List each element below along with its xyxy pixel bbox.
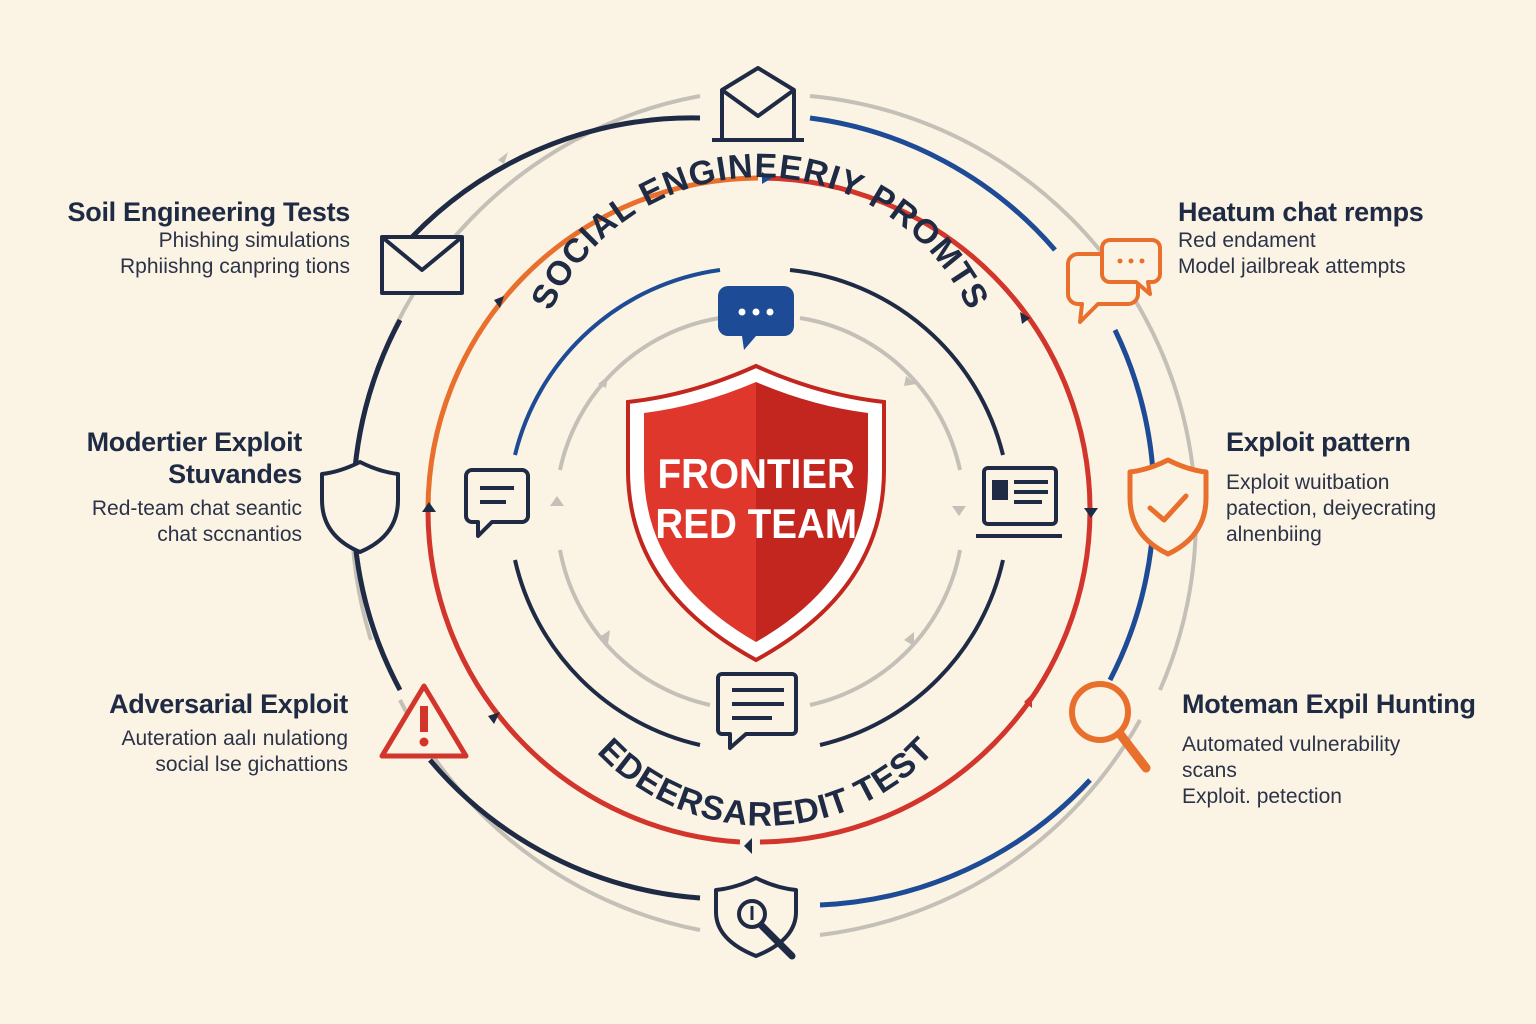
left-shield-icon [320,460,400,554]
shield-title-line2: RED TEAM [655,499,857,547]
left-panel-2: Modertier Exploit Stuvandes Red-team cha… [20,426,303,548]
message-icon [464,468,530,538]
left-panel-2-line-1: Red-team chat seantic [91,497,302,520]
right-panel-1: Heatum chat remps Red endament Model jai… [1178,196,1518,280]
right-panel-3: Moteman Expil Hunting Automated vulnerab… [1182,688,1522,810]
shield-search-icon [714,876,798,960]
document-chat-icon [716,672,798,750]
right-panel-2-line-1: Exploit wuitbation [1226,471,1390,494]
right-panel-2: Exploit pattern Exploit wuitbation patec… [1226,426,1516,548]
left-panel-1-line-1: Phishing simulations [158,229,350,252]
right-panel-1-line-2: Model jailbreak attempts [1178,255,1406,278]
right-panel-3-title: Moteman Expil Hunting [1182,689,1476,719]
laptop-icon [976,466,1062,538]
left-panel-1-title: Soil Engineering Tests [67,197,351,227]
right-panel-1-line-1: Red endament [1178,229,1316,252]
left-envelope-icon [380,235,464,295]
left-panel-3-line-2: social lse gichattions [155,753,348,776]
center-shield: FRONTIER RED TEAM [626,363,886,663]
right-panel-3-line-2: scans [1182,759,1237,782]
left-panel-3: Adversarial Exploit Auteration aalı nula… [20,688,348,778]
left-panel-3-title: Adversarial Exploit [109,689,348,719]
right-panel-3-line-1: Automated vulnerability [1182,733,1401,756]
right-panel-2-title: Exploit pattern [1226,427,1411,457]
third-ring [425,175,1093,845]
fourth-ring [513,268,1005,747]
inner-ring [558,316,962,707]
right-panel-1-title: Heatum chat remps [1178,197,1424,227]
left-panel-2-title-2: Stuvandes [168,459,302,489]
arrowheads [422,152,1098,854]
right-chat-bubbles-icon [1066,238,1162,324]
shield-title-line1: FRONTIER [658,449,855,497]
left-panel-2-line-2: chat scсnantios [157,523,302,546]
right-shield-check-icon [1127,457,1209,557]
left-panel-3-line-1: Auteration aalı nulationg [121,727,349,750]
right-panel-2-line-2: patection, deiyecrating [1226,497,1437,520]
right-panel-3-line-3: Exploit. petection [1182,785,1342,808]
left-panel-1: Soil Engineering Tests Phishing simulati… [20,196,351,280]
right-panel-2-line-3: alnenbiing [1226,523,1322,546]
right-magnifier-icon [1069,681,1151,773]
left-panel-1-line-2: Rphiishng canpring tions [120,255,350,278]
left-warning-icon [379,683,469,759]
chat-dots-icon [718,286,794,350]
left-panel-2-title: Modertier Exploit [86,427,303,457]
mail-tray-icon [712,66,804,142]
